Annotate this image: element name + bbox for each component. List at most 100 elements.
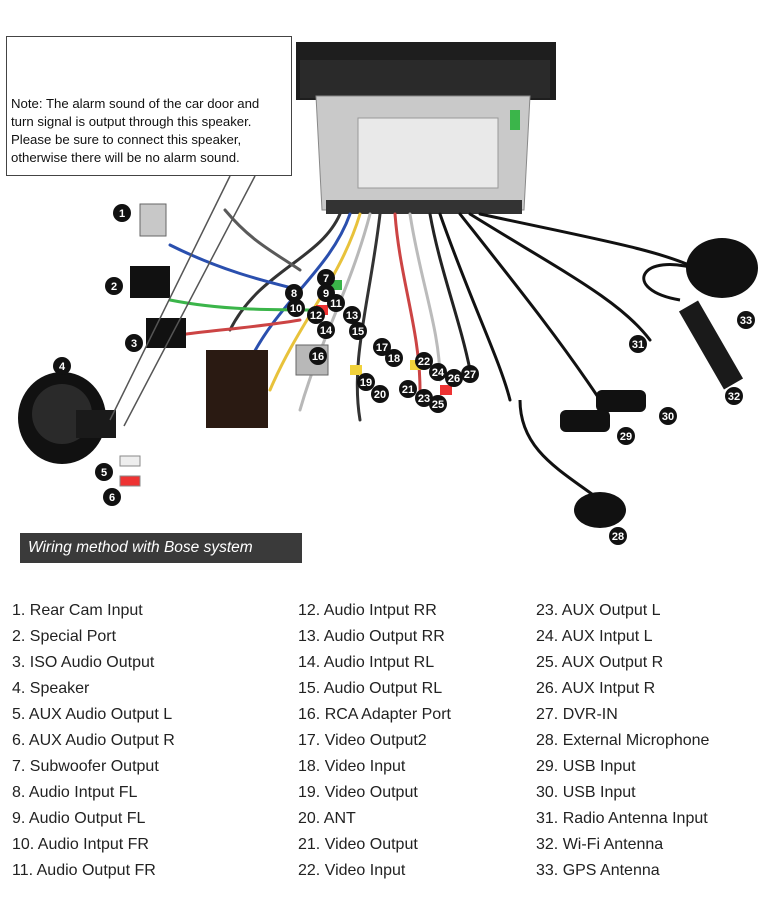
svg-text:7: 7: [323, 273, 329, 285]
note-callout: Note: The alarm sound of the car door an…: [6, 36, 292, 176]
callout-number-4: 4: [53, 357, 71, 375]
note-line: otherwise there will be no alarm sound.: [11, 150, 240, 165]
legend-item: 31. Radio Antenna Input: [536, 810, 708, 827]
callout-number-12: 12: [307, 306, 325, 324]
svg-text:26: 26: [448, 373, 460, 385]
callout-pointer: [109, 175, 256, 427]
callout-number-27: 27: [461, 365, 479, 383]
callout-number-33: 33: [737, 311, 755, 329]
callout-number-6: 6: [103, 488, 121, 506]
legend-item: 13. Audio Output RR: [298, 628, 445, 645]
legend-item: 11. Audio Output FR: [12, 862, 156, 879]
callout-number-3: 3: [125, 334, 143, 352]
callout-number-26: 26: [445, 369, 463, 387]
callout-number-7: 7: [317, 269, 335, 287]
svg-text:33: 33: [740, 315, 752, 327]
legend-item: 9. Audio Output FL: [12, 810, 146, 827]
diagram-caption: Wiring method with Bose system: [20, 533, 302, 563]
svg-text:15: 15: [352, 326, 364, 338]
note-line: turn signal is output through this speak…: [11, 114, 252, 129]
svg-text:11: 11: [330, 298, 342, 310]
legend-item: 7. Subwoofer Output: [12, 758, 159, 775]
callout-number-29: 29: [617, 427, 635, 445]
svg-text:5: 5: [101, 467, 107, 479]
svg-text:21: 21: [402, 384, 414, 396]
legend-item: 6. AUX Audio Output R: [12, 732, 175, 749]
callout-number-21: 21: [399, 380, 417, 398]
svg-text:14: 14: [320, 325, 333, 337]
svg-text:17: 17: [376, 342, 388, 354]
svg-text:10: 10: [290, 303, 302, 315]
callout-number-1: 1: [113, 204, 131, 222]
callout-number-13: 13: [343, 306, 361, 324]
svg-text:18: 18: [388, 353, 400, 365]
svg-text:1: 1: [119, 208, 125, 220]
svg-text:22: 22: [418, 356, 430, 368]
svg-text:32: 32: [728, 391, 740, 403]
legend-item: 32. Wi-Fi Antenna: [536, 836, 664, 853]
legend-item: 23. AUX Output L: [536, 602, 661, 619]
svg-text:25: 25: [432, 399, 444, 411]
note-line: Note: The alarm sound of the car door an…: [11, 96, 260, 111]
callout-number-14: 14: [317, 321, 335, 339]
callout-number-30: 30: [659, 407, 677, 425]
note-line: Please be sure to connect this speaker,: [11, 132, 242, 147]
callout-number-15: 15: [349, 322, 367, 340]
legend-item: 22. Video Input: [298, 862, 406, 879]
callout-number-18: 18: [385, 349, 403, 367]
callout-number-31: 31: [629, 335, 647, 353]
legend-item: 21. Video Output: [298, 836, 418, 853]
legend-item: 1. Rear Cam Input: [12, 602, 143, 619]
callout-number-17: 17: [373, 338, 391, 356]
svg-text:12: 12: [310, 310, 322, 322]
svg-text:28: 28: [612, 531, 624, 543]
legend-item: 5. AUX Audio Output L: [12, 706, 173, 723]
callout-number-2: 2: [105, 277, 123, 295]
legend-item: 16. RCA Adapter Port: [298, 706, 451, 723]
svg-text:23: 23: [418, 393, 430, 405]
legend-item: 25. AUX Output R: [536, 654, 664, 671]
legend-item: 26. AUX Intput R: [536, 680, 656, 697]
legend-item: 18. Video Input: [298, 758, 406, 775]
callout-number-25: 25: [429, 395, 447, 413]
callout-number-23: 23: [415, 389, 433, 407]
legend-item: 28. External Microphone: [536, 732, 710, 749]
legend-item: 14. Audio Intput RL: [298, 654, 435, 671]
legend-item: 2. Special Port: [12, 628, 117, 645]
antennas: [518, 238, 758, 528]
legend-item: 20. ANT: [298, 810, 356, 827]
svg-text:13: 13: [346, 310, 358, 322]
callout-number-24: 24: [429, 363, 447, 381]
speaker-4: [18, 372, 116, 464]
svg-text:29: 29: [620, 431, 632, 443]
svg-text:9: 9: [323, 288, 329, 300]
legend-item: 17. Video Output2: [298, 732, 427, 749]
legend-item: 15. Audio Output RL: [298, 680, 443, 697]
svg-text:8: 8: [291, 288, 297, 300]
legend-column-3: 23. AUX Output L 24. AUX Intput L 25. AU…: [536, 598, 709, 884]
legend-item: 29. USB Input: [536, 758, 636, 775]
callout-number-22: 22: [415, 352, 433, 370]
legend-item: 4. Speaker: [12, 680, 90, 697]
svg-text:31: 31: [632, 339, 644, 351]
svg-text:24: 24: [432, 367, 445, 379]
head-unit: [296, 42, 556, 214]
svg-text:2: 2: [111, 281, 117, 293]
callout-number-11: 11: [327, 294, 345, 312]
callout-number-32: 32: [725, 387, 743, 405]
legend-item: 30. USB Input: [536, 784, 636, 801]
svg-text:6: 6: [109, 492, 115, 504]
legend-item: 3. ISO Audio Output: [12, 654, 155, 671]
legend-item: 33. GPS Antenna: [536, 862, 660, 879]
svg-text:27: 27: [464, 369, 476, 381]
svg-text:4: 4: [59, 361, 66, 373]
callout-number-5: 5: [95, 463, 113, 481]
legend-item: 19. Video Output: [298, 784, 418, 801]
legend-item: 24. AUX Intput L: [536, 628, 653, 645]
svg-text:19: 19: [360, 377, 372, 389]
legend-column-2: 12. Audio Intput RR 13. Audio Output RR …: [298, 598, 451, 884]
svg-text:30: 30: [662, 411, 674, 423]
callout-number-28: 28: [609, 527, 627, 545]
legend-column-1: 1. Rear Cam Input 2. Special Port 3. ISO…: [12, 598, 175, 884]
